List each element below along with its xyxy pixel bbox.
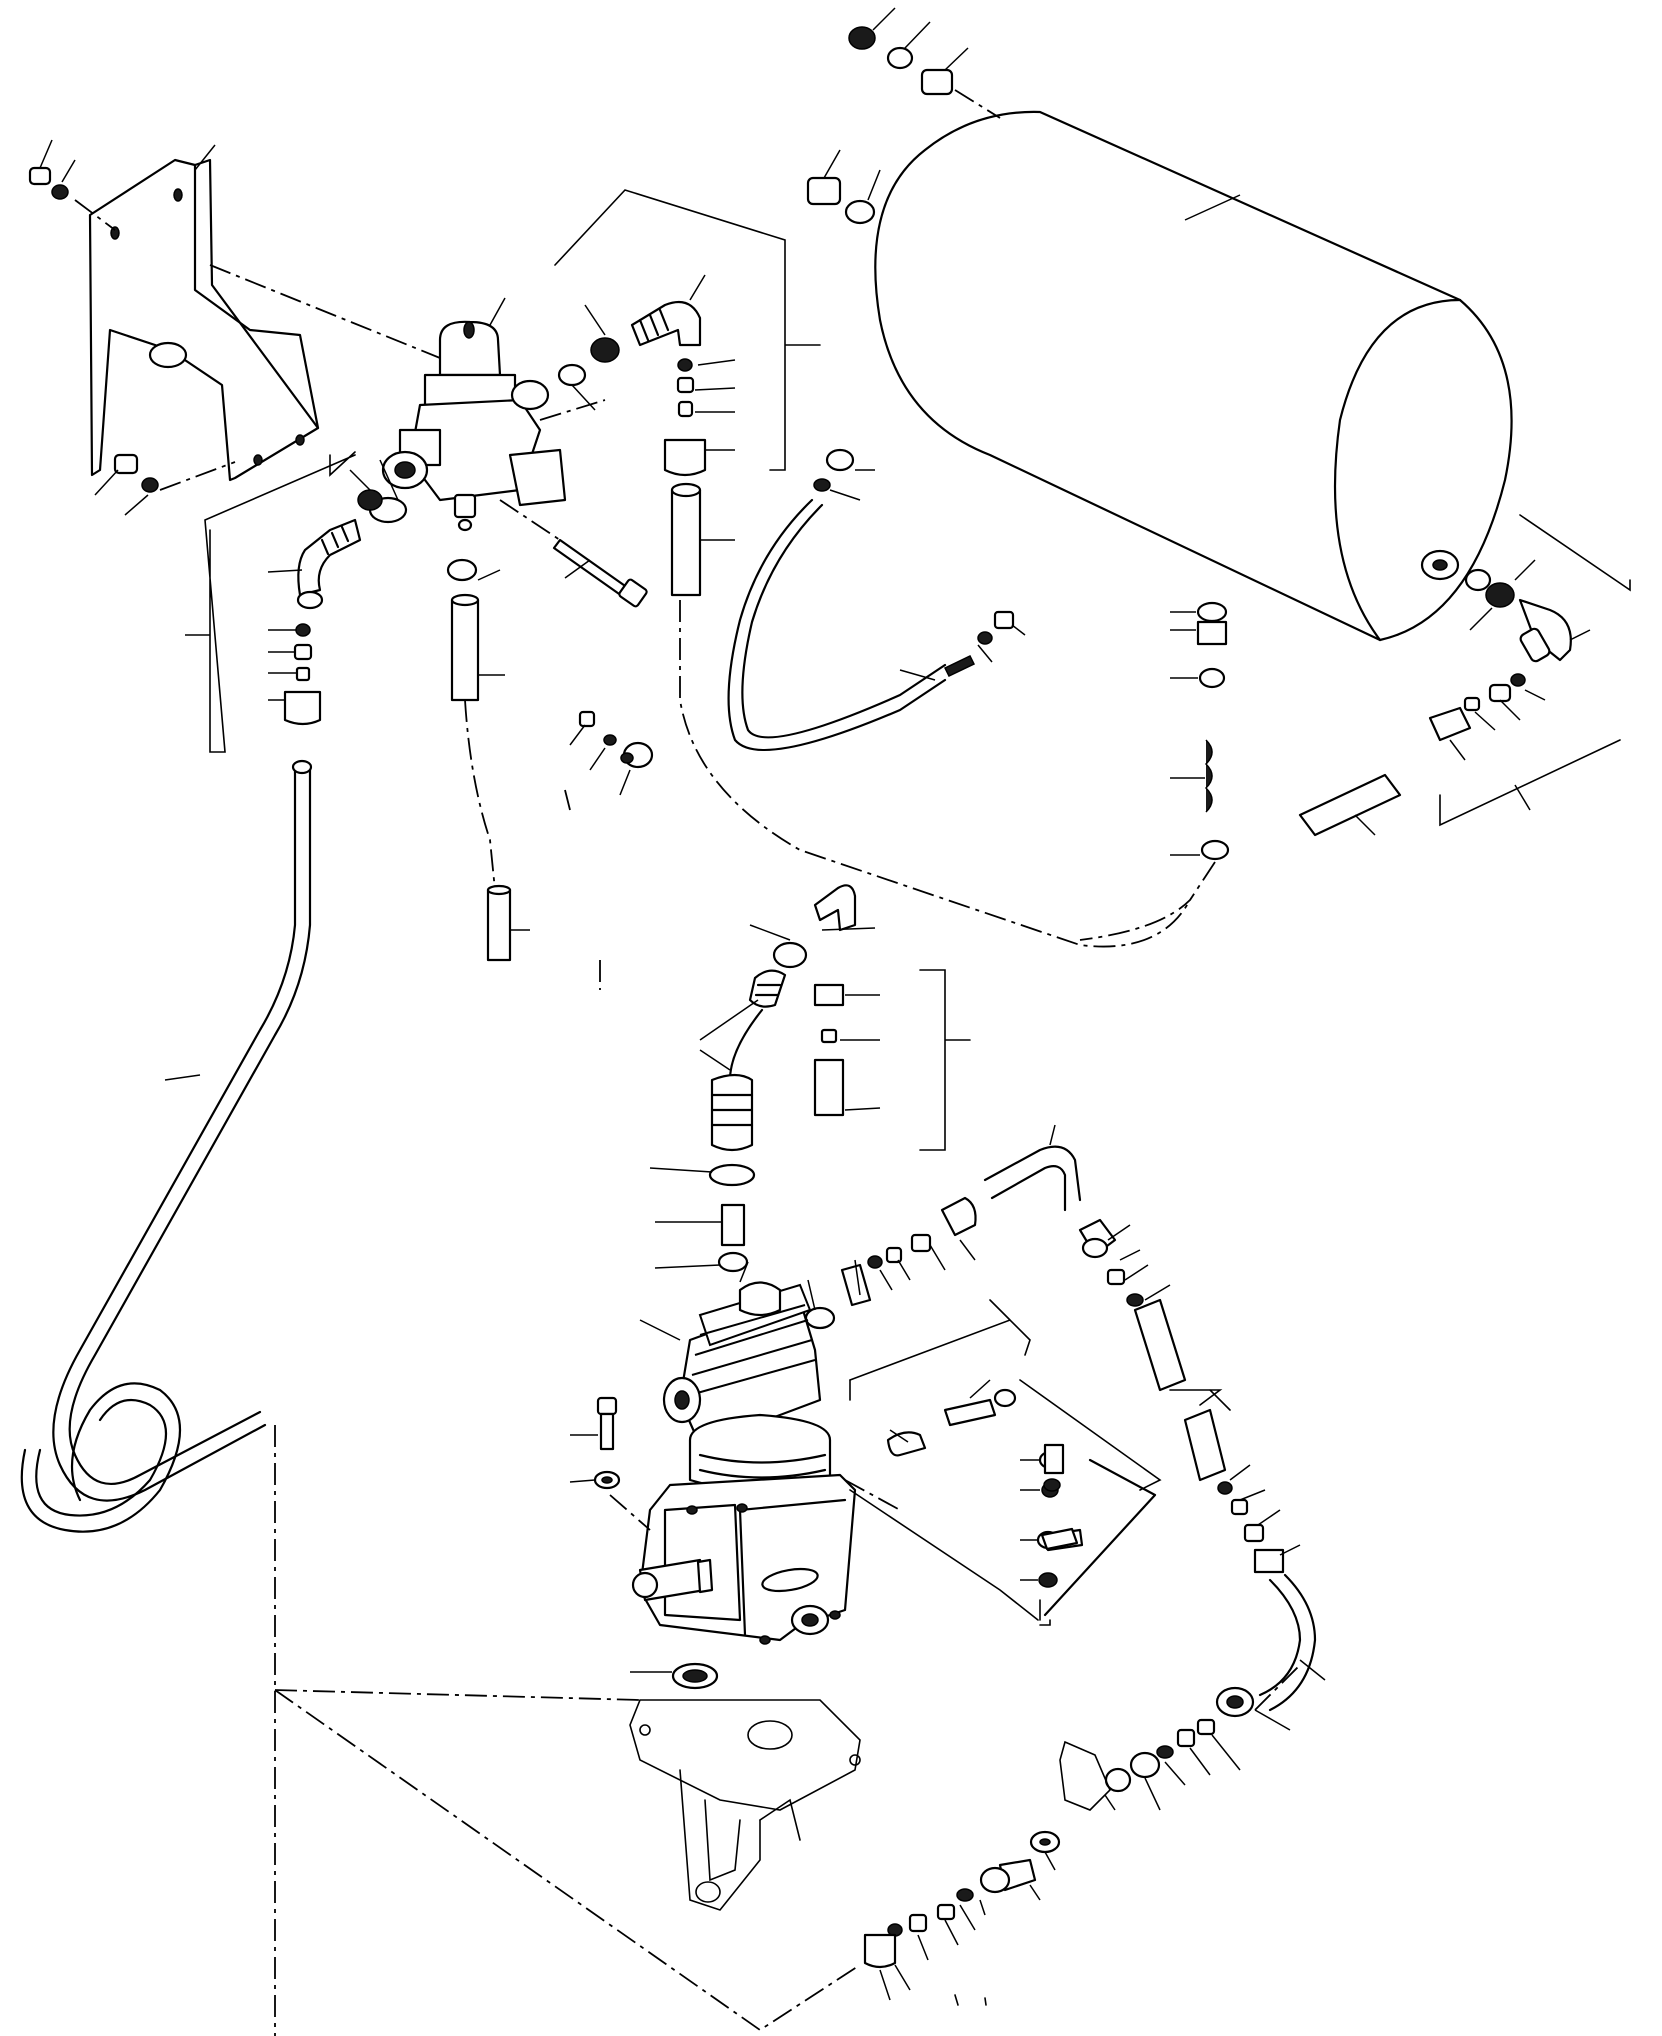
routing-centerlines — [274, 960, 1301, 2036]
air-tank — [874, 110, 1513, 642]
banjo-bolt-group — [849, 1443, 1157, 1626]
tank-top-fittings — [806, 7, 1001, 225]
compressor-base-plate — [629, 1662, 861, 1911]
upper-fitting-stack — [554, 189, 1191, 948]
hose-clamp — [564, 710, 654, 811]
air-compressor — [631, 1261, 857, 1645]
right-fitting-chain — [1081, 1224, 1326, 1712]
left-elbow-assembly — [185, 451, 408, 753]
valve-tubes — [446, 558, 530, 962]
compressor-mount-bolts — [569, 1396, 651, 1531]
valve-bolt — [499, 499, 648, 608]
mid-right-elbow — [886, 1379, 1162, 1621]
unloader-valve — [209, 264, 606, 532]
compressor-side-stack — [813, 969, 971, 1151]
coiled-tube — [20, 759, 313, 1533]
flexible-hose — [727, 448, 1026, 752]
compressor-outlet-fittings — [804, 1124, 1117, 1401]
bracket-nuts — [28, 139, 236, 516]
compressor-inlet-fittings — [649, 884, 876, 1273]
lower-fitting-chain — [863, 1686, 1291, 2006]
mounting-bracket — [88, 144, 320, 482]
drain-valve-stack — [1079, 601, 1230, 941]
tank-right-fittings — [1298, 514, 1631, 837]
